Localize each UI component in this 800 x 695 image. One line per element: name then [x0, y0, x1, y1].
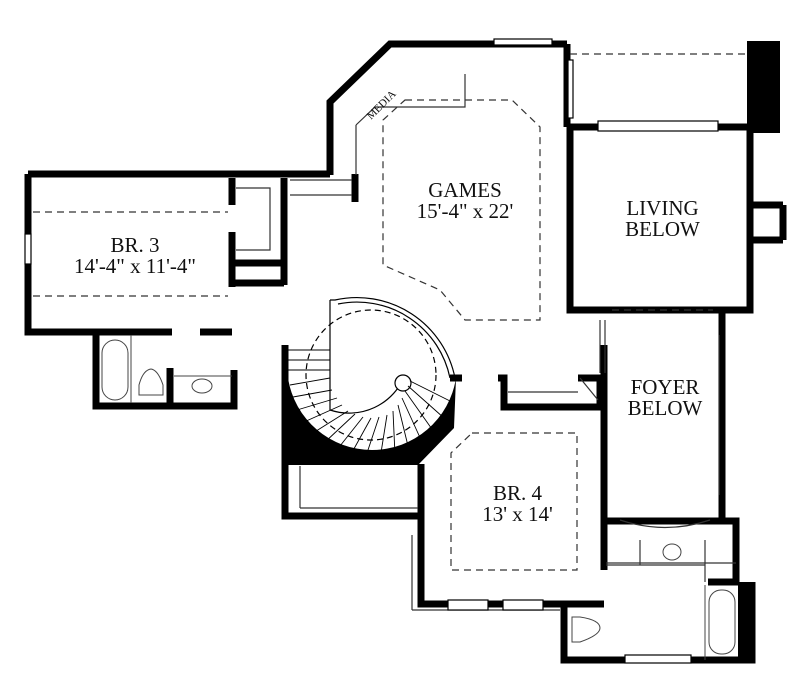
bath-fixtures — [101, 335, 752, 660]
bathtub-br3-icon — [101, 339, 129, 401]
room-label-foyer-below: FOYER BELOW — [610, 377, 720, 419]
stair-base — [288, 378, 456, 465]
room-name: FOYER — [630, 375, 700, 399]
room-name: GAMES — [428, 178, 502, 202]
room-dimensions: BELOW — [627, 396, 703, 420]
stair-treads — [288, 296, 456, 460]
room-dimensions: 15'-4" x 22' — [416, 199, 514, 223]
room-name: BR. 4 — [492, 481, 542, 505]
room-name: BR. 3 — [110, 233, 160, 257]
exterior-walls — [24, 40, 787, 664]
sink-br4-icon — [662, 543, 682, 561]
room-label-games: GAMES 15'-4" x 22' — [395, 180, 535, 222]
room-name: LIVING — [626, 196, 699, 220]
room-dimensions: BELOW — [625, 217, 700, 241]
toilet-br4-icon — [571, 616, 601, 643]
room-dimensions: 14'-4" x 11'-4" — [74, 254, 196, 278]
room-label-br4: BR. 4 13' x 14' — [460, 483, 575, 525]
sink-br3-icon — [191, 378, 213, 394]
bathtub-br4-icon — [708, 589, 736, 655]
room-dimensions: 13' x 14' — [482, 502, 553, 526]
fireplace-block — [747, 41, 780, 133]
thin-lines — [24, 38, 736, 664]
dashed-ceiling-outlines — [33, 53, 745, 571]
room-label-living-below: LIVING BELOW — [600, 198, 725, 240]
room-label-br3: BR. 3 14'-4" x 11'-4" — [45, 235, 225, 277]
toilet-br3-icon — [138, 368, 164, 396]
